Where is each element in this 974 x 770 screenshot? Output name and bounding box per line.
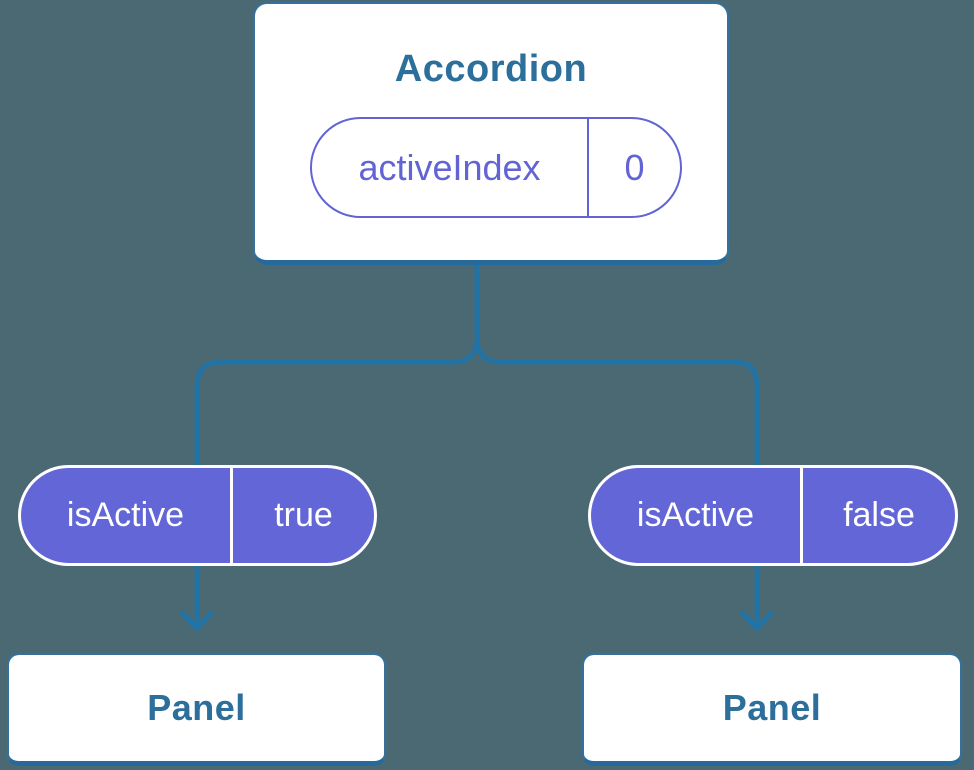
connector-branch-right [474, 255, 760, 626]
prop-pill-right: isActive false [588, 465, 958, 566]
accordion-node: Accordion activeIndex 0 [253, 2, 729, 265]
prop-value-left: true [274, 496, 333, 534]
prop-pill-left: isActive true [18, 465, 377, 566]
state-name: activeIndex [312, 119, 589, 216]
panel-node-left: Panel [7, 653, 386, 766]
state-pill: activeIndex 0 [310, 117, 682, 218]
panel-node-right-title: Panel [722, 687, 822, 728]
state-value: 0 [624, 146, 645, 188]
arrowhead-right-icon [740, 610, 774, 631]
accordion-node-title: Accordion [394, 48, 588, 90]
prop-value-right: false [843, 496, 915, 534]
prop-name-left: isActive [21, 468, 233, 563]
connector-branch-left [194, 255, 480, 626]
arrowhead-left-icon [180, 610, 214, 631]
panel-node-left-title: Panel [147, 687, 246, 728]
prop-name-right: isActive [591, 468, 803, 563]
panel-node-right: Panel [582, 653, 962, 766]
